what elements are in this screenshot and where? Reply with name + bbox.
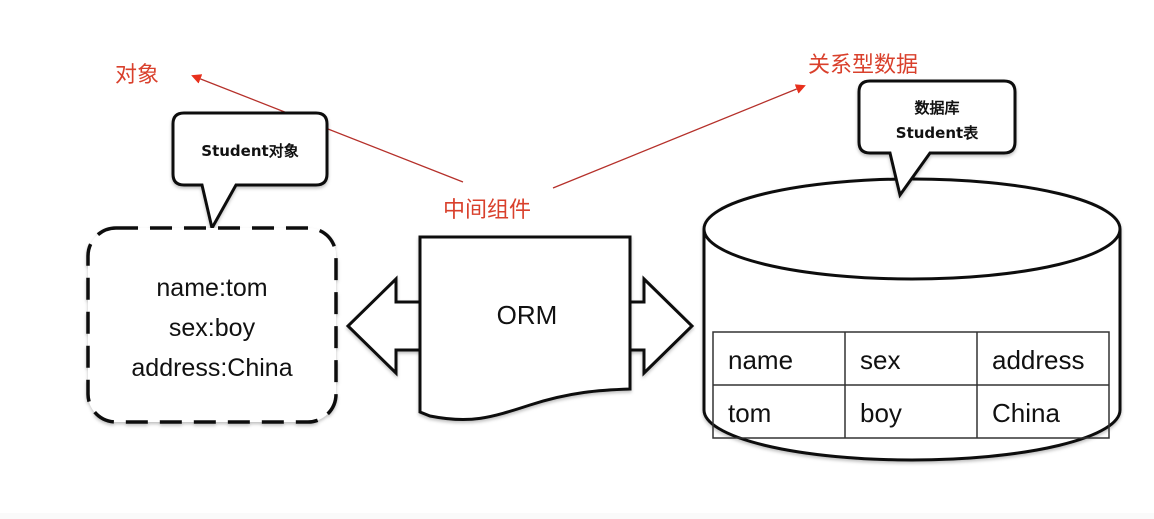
orm-label: ORM (497, 300, 558, 330)
bottom-strip (0, 513, 1154, 519)
object-field-address: address:China (131, 354, 292, 382)
database-callout (857, 79, 1017, 199)
object-label: 对象 (115, 63, 159, 88)
table-header-name: name (728, 345, 793, 375)
object-field-sex: sex:boy (169, 314, 256, 342)
arrow-to-relational-data (552, 84, 806, 189)
object-callout-text: Student对象 (201, 142, 298, 160)
database-callout-line1: 数据库 (914, 99, 959, 117)
object-callout (171, 111, 329, 233)
object-box (86, 226, 338, 424)
right-arrow-icon (626, 275, 695, 377)
relational-data-label: 关系型数据 (808, 53, 918, 78)
object-field-name: name:tom (156, 274, 267, 302)
middleware-label: 中间组件 (443, 198, 531, 223)
database-callout-line2: Student表 (896, 124, 979, 142)
table-cell-name: tom (728, 398, 771, 428)
orm-component (418, 235, 632, 422)
left-arrow-icon (345, 275, 424, 377)
table-cell-address: China (992, 398, 1060, 428)
table-header-address: address (992, 345, 1085, 375)
table-header-sex: sex (860, 345, 900, 375)
student-table (712, 331, 1110, 439)
table-cell-sex: boy (860, 398, 902, 428)
